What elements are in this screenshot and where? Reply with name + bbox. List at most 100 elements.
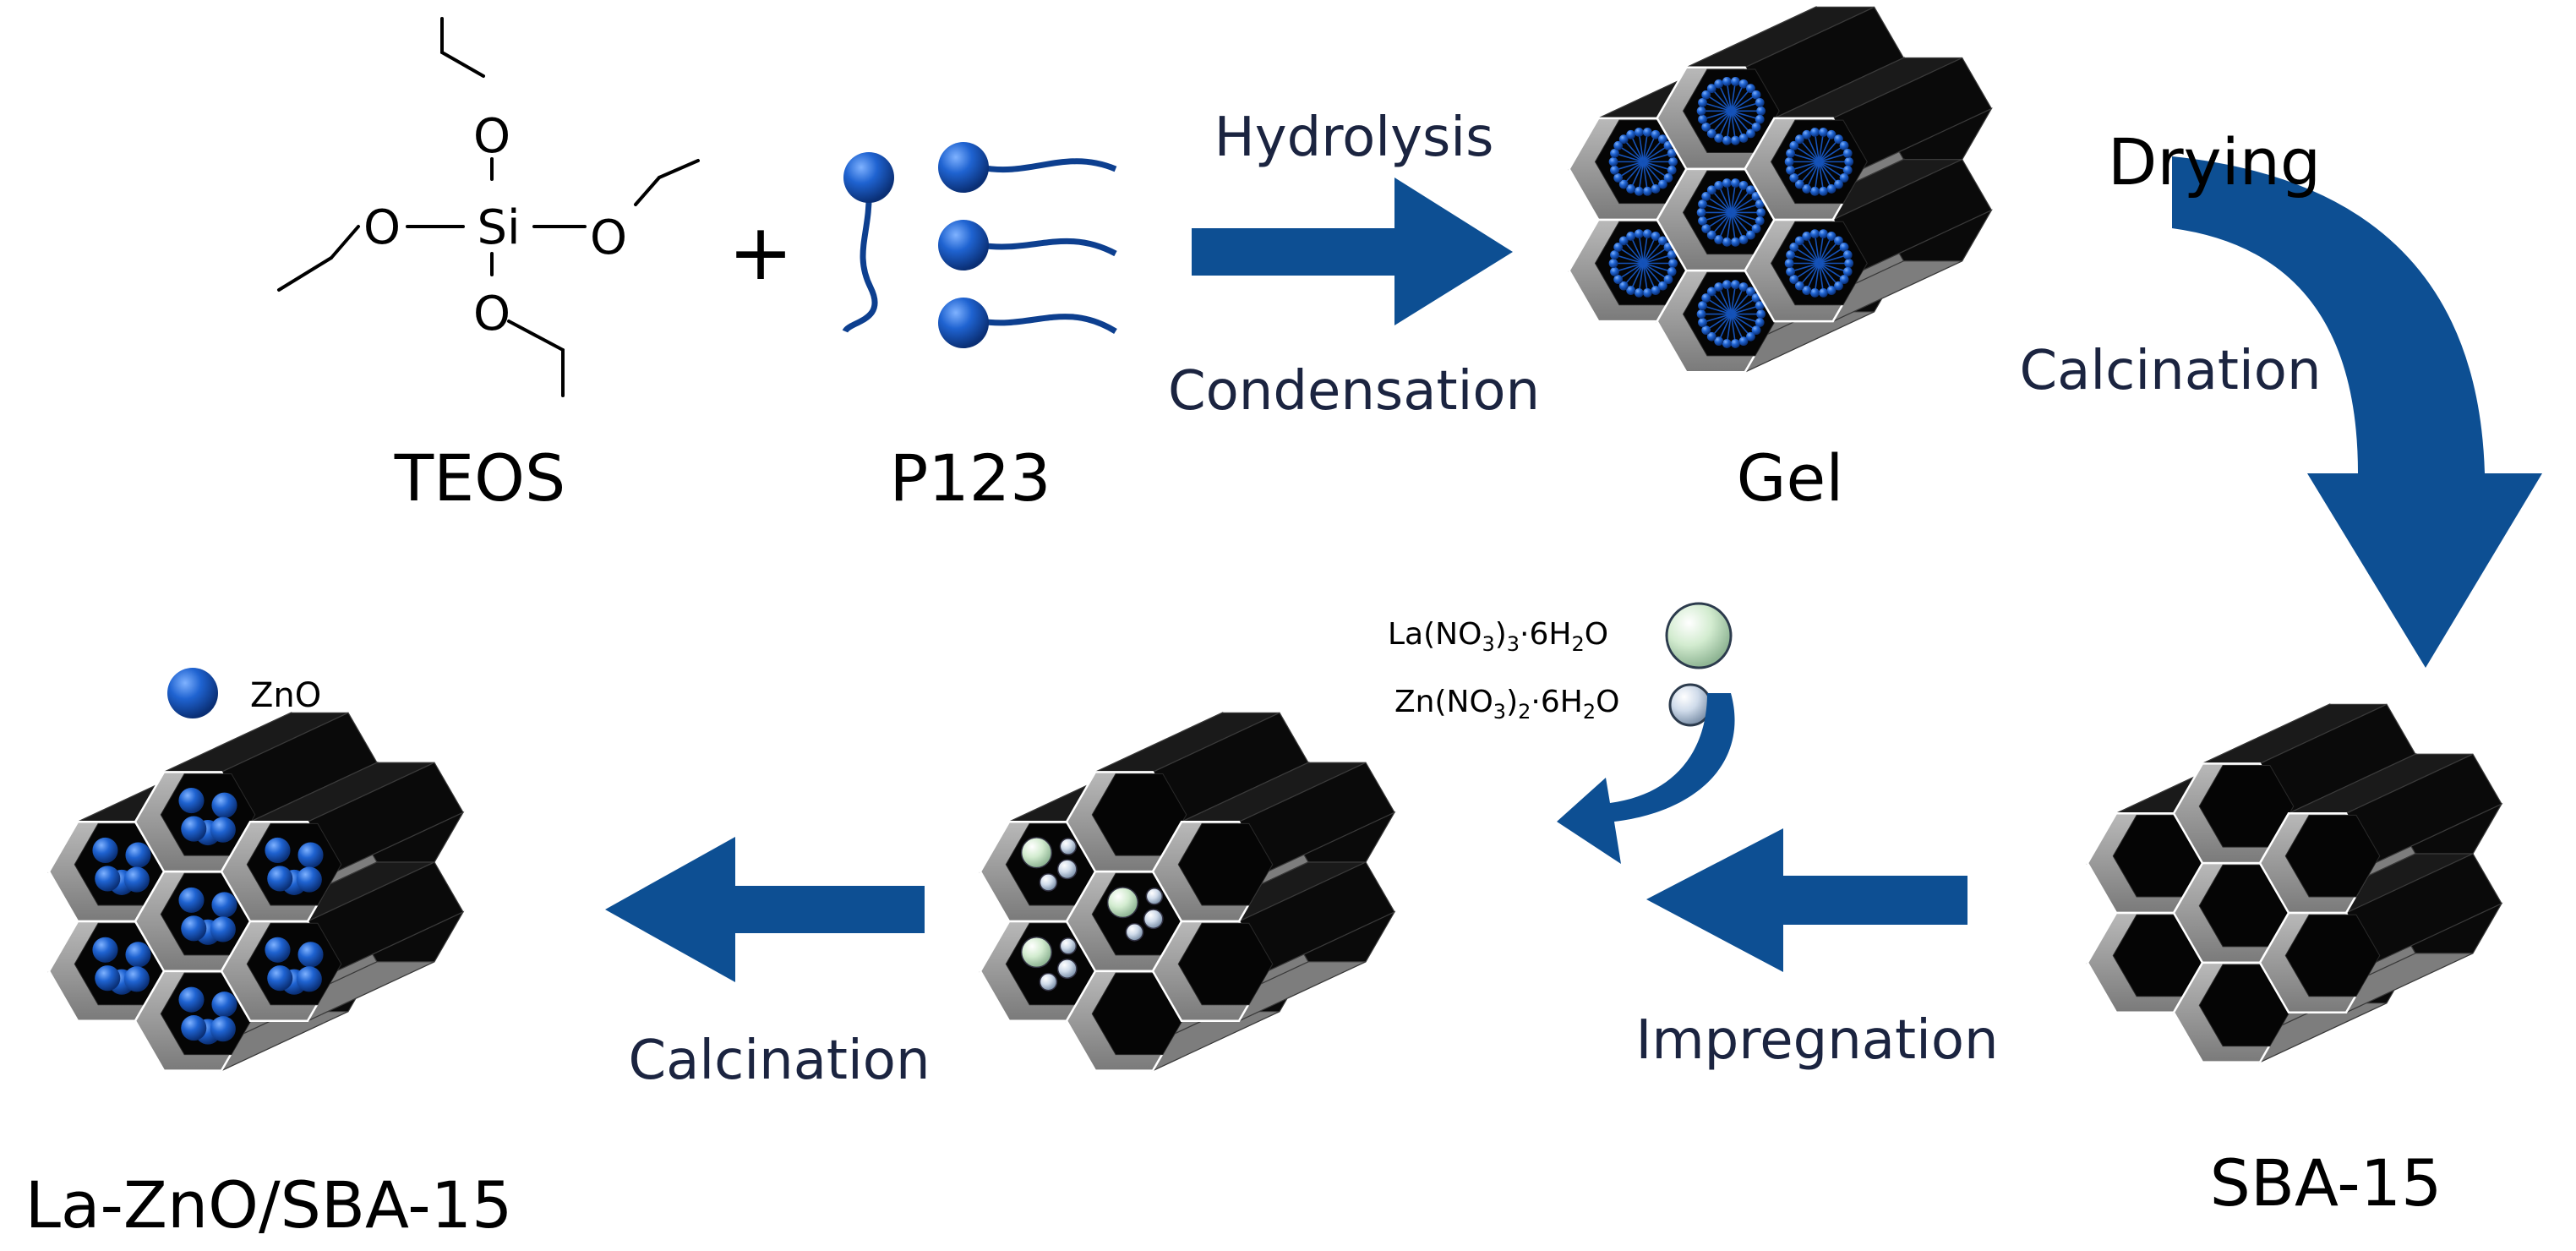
micelle-tail (1730, 83, 1744, 112)
micelle-head (1634, 229, 1644, 238)
micelle-head (1610, 165, 1619, 175)
micelle-tail (1642, 161, 1664, 185)
micelle-tail (1730, 314, 1737, 344)
micelle-head (1634, 288, 1644, 298)
micelle-tail (1726, 284, 1733, 314)
plus-sign: + (728, 207, 793, 298)
micelle-head (1651, 129, 1661, 139)
micelle-head (1746, 331, 1755, 341)
micelle-head (1786, 149, 1795, 158)
micelle-head (1819, 288, 1828, 298)
micelle-head (1738, 336, 1749, 347)
micelle-head (1701, 293, 1711, 303)
micelle-head (1839, 275, 1849, 284)
micelle-tail (1814, 132, 1820, 162)
pore-channel (2284, 914, 2381, 997)
micelle-head (1651, 232, 1661, 241)
zno-particle (181, 1015, 207, 1041)
precursor-particle (1056, 859, 1078, 880)
micelle-head (1751, 325, 1761, 336)
micelle-tail (1642, 263, 1649, 293)
micelle-tail (1793, 161, 1820, 179)
micelle-tail (1730, 314, 1744, 341)
micelle-tail (1793, 262, 1820, 281)
zno-particle (267, 866, 293, 892)
micelle-head (1756, 106, 1766, 116)
micelle-tail (1643, 161, 1673, 172)
micelle-tail (1730, 189, 1752, 213)
precursor-particle (1059, 937, 1078, 955)
micelle-head (1751, 90, 1761, 100)
micelle-head (1786, 165, 1795, 175)
micelle-tail (1730, 291, 1752, 315)
micelle-tail (1730, 284, 1737, 314)
micelle-head (1618, 179, 1629, 189)
micelle-head (1819, 128, 1828, 137)
micelle-tail (1629, 236, 1645, 264)
micelle-tail (1818, 262, 1840, 287)
micelle-tail (1730, 111, 1737, 141)
micelle-tail (1730, 287, 1744, 314)
micelle-head (1802, 286, 1812, 295)
micelle-tail (1717, 83, 1733, 112)
micelle-head (1751, 122, 1761, 132)
micelle-tail (1730, 211, 1752, 236)
zno-particle (210, 1016, 236, 1042)
micelle-head (1667, 267, 1677, 276)
micelle-head (1613, 173, 1624, 183)
micelle-tail (1642, 233, 1649, 264)
micelle-tail (1731, 211, 1760, 222)
micelle-head (1698, 216, 1707, 226)
micelle-head (1613, 140, 1624, 150)
micelle-head (1738, 133, 1749, 143)
micelle-tail (1717, 110, 1733, 139)
precursor-particle (1056, 959, 1078, 979)
micelle-head (1819, 186, 1828, 196)
micelle-head (1809, 229, 1820, 238)
micelle-head (1608, 259, 1618, 268)
la-sphere-icon (1665, 602, 1733, 669)
micelle-head (1667, 149, 1677, 158)
micelle-tail (1706, 297, 1732, 315)
micelle-head (1819, 229, 1828, 238)
micelle-head (1706, 287, 1716, 297)
micelle-head (1786, 267, 1795, 276)
micelle-head (1722, 135, 1732, 145)
micelle-head (1642, 186, 1652, 196)
micelle-tail (1818, 161, 1832, 189)
impregnation-label: Impregnation (1635, 1009, 1998, 1072)
pore-channel (2284, 814, 2381, 898)
micelle-tail (1702, 313, 1732, 324)
zno-particle (123, 966, 150, 992)
micelle-tail (1623, 139, 1644, 162)
micelle-head (1842, 267, 1853, 276)
micelle-tail (1706, 195, 1732, 214)
micelle-tail (1726, 212, 1733, 243)
zno-particle (296, 966, 322, 992)
precursor-particle (1145, 888, 1164, 905)
micelle-tail (1642, 236, 1656, 264)
zno-particle (211, 792, 237, 818)
micelle-tail (1643, 254, 1673, 265)
micelle-head (1784, 259, 1794, 268)
micelle-tail (1730, 195, 1757, 214)
micelle-tail (1730, 183, 1737, 213)
micelle-tail (1818, 240, 1840, 265)
micelle-tail (1711, 314, 1732, 337)
micelle-tail (1614, 152, 1644, 163)
micelle-tail (1726, 81, 1733, 112)
micelle-tail (1629, 161, 1645, 189)
zn-nitrate-label: Zn(NO3)2·6H2O (1394, 685, 1619, 724)
micelle-head (1802, 184, 1812, 194)
micelle-head (1755, 114, 1765, 124)
micelle-head (1651, 184, 1661, 194)
zno-particle (178, 788, 205, 814)
micelle-head (1610, 149, 1619, 158)
micelle-head (1738, 79, 1749, 89)
micelle-tail (1702, 110, 1732, 120)
la-nitrate-label: La(NO3)3·6H2O (1388, 617, 1608, 656)
micelle-head (1746, 230, 1755, 240)
micelle-head (1809, 128, 1820, 137)
micelle-head (1722, 76, 1732, 86)
